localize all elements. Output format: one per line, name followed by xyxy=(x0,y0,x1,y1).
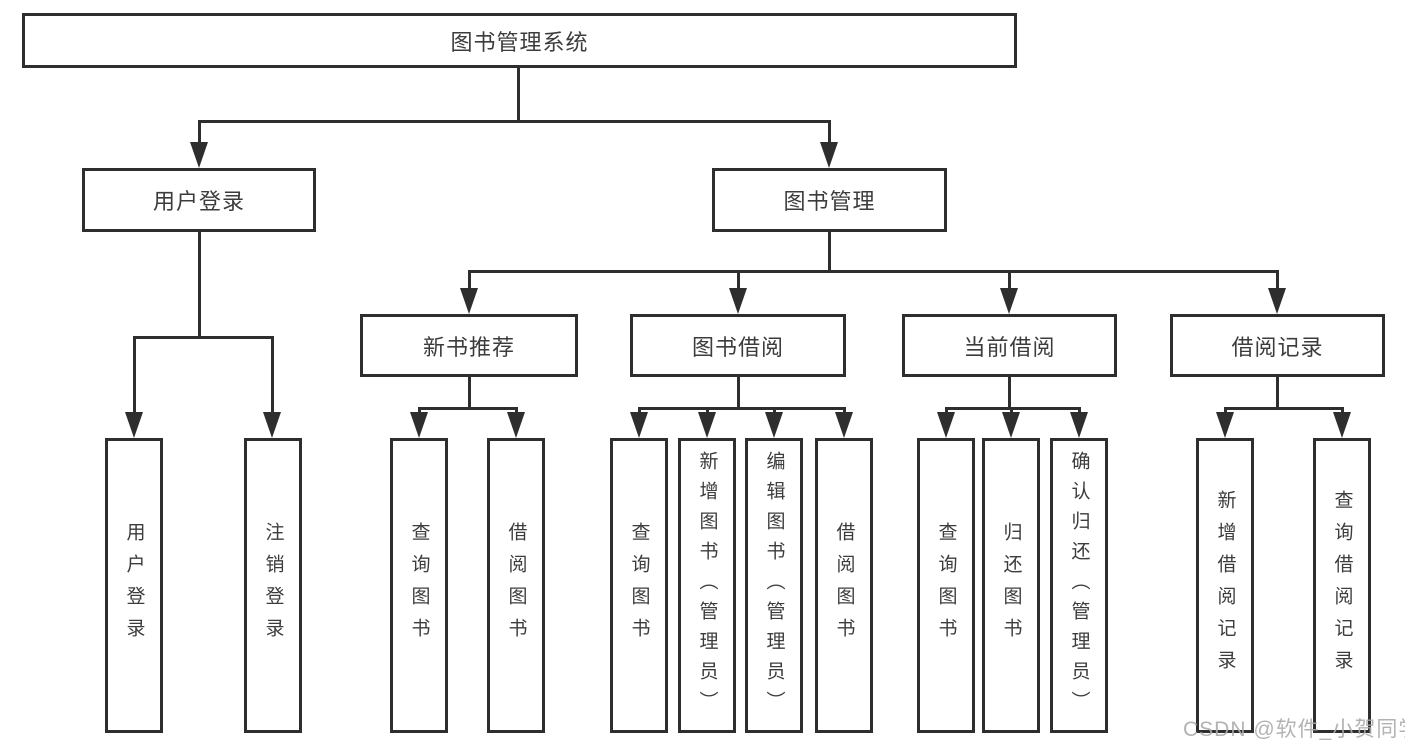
node-new-book-recommend-label: 新书推荐 xyxy=(422,334,515,360)
leaf-bb-edit-books-admin-label: 编辑图书（管理员） xyxy=(763,450,785,721)
node-current-borrowing: 当前借阅 xyxy=(902,314,1117,377)
connector-line xyxy=(468,270,1279,273)
connector-line xyxy=(706,407,709,415)
leaf-br-query-record-label: 查询借阅记录 xyxy=(1331,489,1353,682)
connector-line xyxy=(517,68,520,120)
connector-line xyxy=(468,377,471,409)
leaf-bb-add-books-admin: 新增图书（管理员） xyxy=(678,438,736,733)
connector-line xyxy=(418,407,518,410)
leaf-nbr-borrow-books-label: 借阅图书 xyxy=(505,521,527,650)
leaf-cb-query-books-label: 查询图书 xyxy=(935,521,957,650)
leaf-cb-confirm-return-admin: 确认归还（管理员） xyxy=(1050,438,1108,733)
node-borrow-records: 借阅记录 xyxy=(1170,314,1385,377)
node-new-book-recommend: 新书推荐 xyxy=(360,314,578,377)
arrow-down-icon xyxy=(630,412,648,438)
arrow-down-icon xyxy=(765,412,783,438)
connector-line xyxy=(828,232,831,272)
arrow-down-icon xyxy=(1070,412,1088,438)
connector-line xyxy=(198,232,201,336)
connector-line xyxy=(1341,407,1344,415)
arrow-down-icon xyxy=(835,412,853,438)
leaf-user-login: 用户登录 xyxy=(105,438,163,733)
leaf-cb-query-books: 查询图书 xyxy=(917,438,975,733)
connector-line xyxy=(737,377,740,409)
arrow-down-icon xyxy=(460,288,478,314)
leaf-nbr-query-books: 查询图书 xyxy=(390,438,448,733)
connector-line xyxy=(638,407,845,410)
connector-line xyxy=(737,270,740,292)
connector-line xyxy=(1008,270,1011,292)
leaf-bb-borrow-books-label: 借阅图书 xyxy=(833,521,855,650)
node-book-borrowing: 图书借阅 xyxy=(630,314,846,377)
arrow-down-icon xyxy=(190,142,208,168)
connector-line xyxy=(1276,377,1279,409)
arrow-down-icon xyxy=(1000,288,1018,314)
leaf-cb-confirm-return-admin-label: 确认归还（管理员） xyxy=(1068,450,1090,721)
arrow-down-icon xyxy=(410,412,428,438)
connector-line xyxy=(1276,270,1279,292)
node-library-system: 图书管理系统 xyxy=(22,13,1017,68)
connector-line xyxy=(133,336,136,414)
arrow-down-icon xyxy=(698,412,716,438)
connector-line xyxy=(133,336,273,339)
connector-line xyxy=(198,120,201,146)
leaf-user-login-label: 用户登录 xyxy=(123,521,145,650)
node-book-borrowing-label: 图书借阅 xyxy=(691,334,784,360)
connector-line xyxy=(198,120,831,123)
node-book-management-label: 图书管理 xyxy=(783,189,876,214)
node-borrow-records-label: 借阅记录 xyxy=(1231,334,1324,360)
node-book-management: 图书管理 xyxy=(712,168,947,232)
connector-line xyxy=(1008,377,1011,409)
connector-line xyxy=(843,407,846,415)
leaf-nbr-borrow-books: 借阅图书 xyxy=(487,438,545,733)
connector-line xyxy=(418,407,421,415)
leaf-bb-borrow-books: 借阅图书 xyxy=(815,438,873,733)
csdn-watermark: CSDN @软件_小贺同学 xyxy=(1183,718,1405,741)
connector-line xyxy=(1224,407,1343,410)
connector-line xyxy=(638,407,641,415)
connector-line xyxy=(828,120,831,146)
leaf-bb-add-books-admin-label: 新增图书（管理员） xyxy=(696,450,718,721)
arrow-down-icon xyxy=(1002,412,1020,438)
node-user-login-group: 用户登录 xyxy=(82,168,316,232)
connector-line xyxy=(773,407,776,415)
connector-line xyxy=(468,270,471,292)
connector-line xyxy=(1010,407,1013,415)
leaf-bb-edit-books-admin: 编辑图书（管理员） xyxy=(745,438,803,733)
leaf-logout: 注销登录 xyxy=(244,438,302,733)
leaf-br-add-record-label: 新增借阅记录 xyxy=(1214,489,1236,682)
leaf-br-query-record: 查询借阅记录 xyxy=(1313,438,1371,733)
leaf-cb-return-books-label: 归还图书 xyxy=(1000,521,1022,650)
connector-line xyxy=(1224,407,1227,415)
arrow-down-icon xyxy=(1333,412,1351,438)
leaf-bb-query-books-label: 查询图书 xyxy=(628,521,650,650)
leaf-bb-query-books: 查询图书 xyxy=(610,438,668,733)
arrow-down-icon xyxy=(1216,412,1234,438)
connector-line xyxy=(945,407,948,415)
arrow-down-icon xyxy=(820,142,838,168)
arrow-down-icon xyxy=(507,412,525,438)
node-current-borrowing-label: 当前借阅 xyxy=(963,334,1056,360)
arrow-down-icon xyxy=(729,288,747,314)
node-library-system-label: 图书管理系统 xyxy=(450,29,589,55)
connector-line xyxy=(515,407,518,415)
arrow-down-icon xyxy=(263,412,281,438)
arrow-down-icon xyxy=(125,412,143,438)
connector-line xyxy=(271,336,274,414)
leaf-cb-return-books: 归还图书 xyxy=(982,438,1040,733)
connector-line xyxy=(1078,407,1081,415)
node-user-login-group-label: 用户登录 xyxy=(152,189,245,214)
arrow-down-icon xyxy=(937,412,955,438)
leaf-logout-label: 注销登录 xyxy=(262,521,284,650)
leaf-br-add-record: 新增借阅记录 xyxy=(1196,438,1254,733)
arrow-down-icon xyxy=(1268,288,1286,314)
leaf-nbr-query-books-label: 查询图书 xyxy=(408,521,430,650)
